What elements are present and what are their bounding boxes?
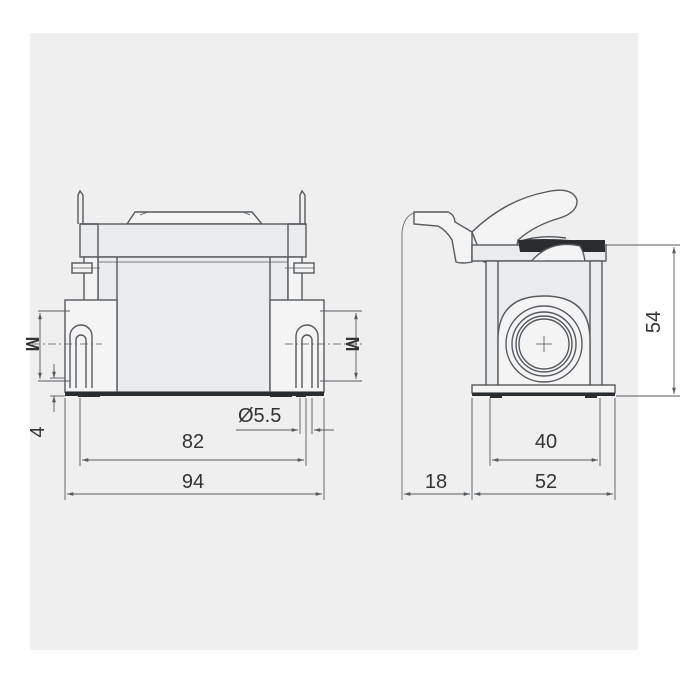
lever-offset-label: 18 [425,471,447,493]
side-view: 54 40 52 18 [401,189,680,500]
main-housing [97,256,289,393]
left-slot [69,324,93,388]
front-view: M M 4 Ø5.5 82 94 [22,189,362,500]
cable-entry-inner [518,318,570,370]
side-inner-width-label: 40 [535,431,557,453]
base-thickness-label: 4 [27,426,49,437]
hole-diameter-label: Ø5.5 [238,405,281,427]
lever-sweep-arc [401,212,415,500]
overall-width-label: 94 [182,471,204,493]
inner-width-label: 82 [182,431,204,453]
lever-bracket [413,211,473,264]
side-overall-width-label: 52 [535,471,557,493]
side-base-plate [471,384,616,394]
height-label: 54 [643,311,665,333]
left-latch-pin [77,189,84,224]
front-base-plate [65,392,324,396]
cable-entry-outer [505,305,583,383]
upper-housing-band [79,223,307,258]
lever-handle [471,189,578,263]
right-slot [295,324,319,388]
right-latch-pin [299,189,306,224]
thread-label-right: M [342,337,362,352]
right-screw [285,262,315,274]
thread-label-left: M [22,337,42,352]
left-screw [71,262,100,274]
right-mounting-foot [269,299,325,393]
left-mounting-foot [64,299,118,393]
top-plate [125,211,264,225]
